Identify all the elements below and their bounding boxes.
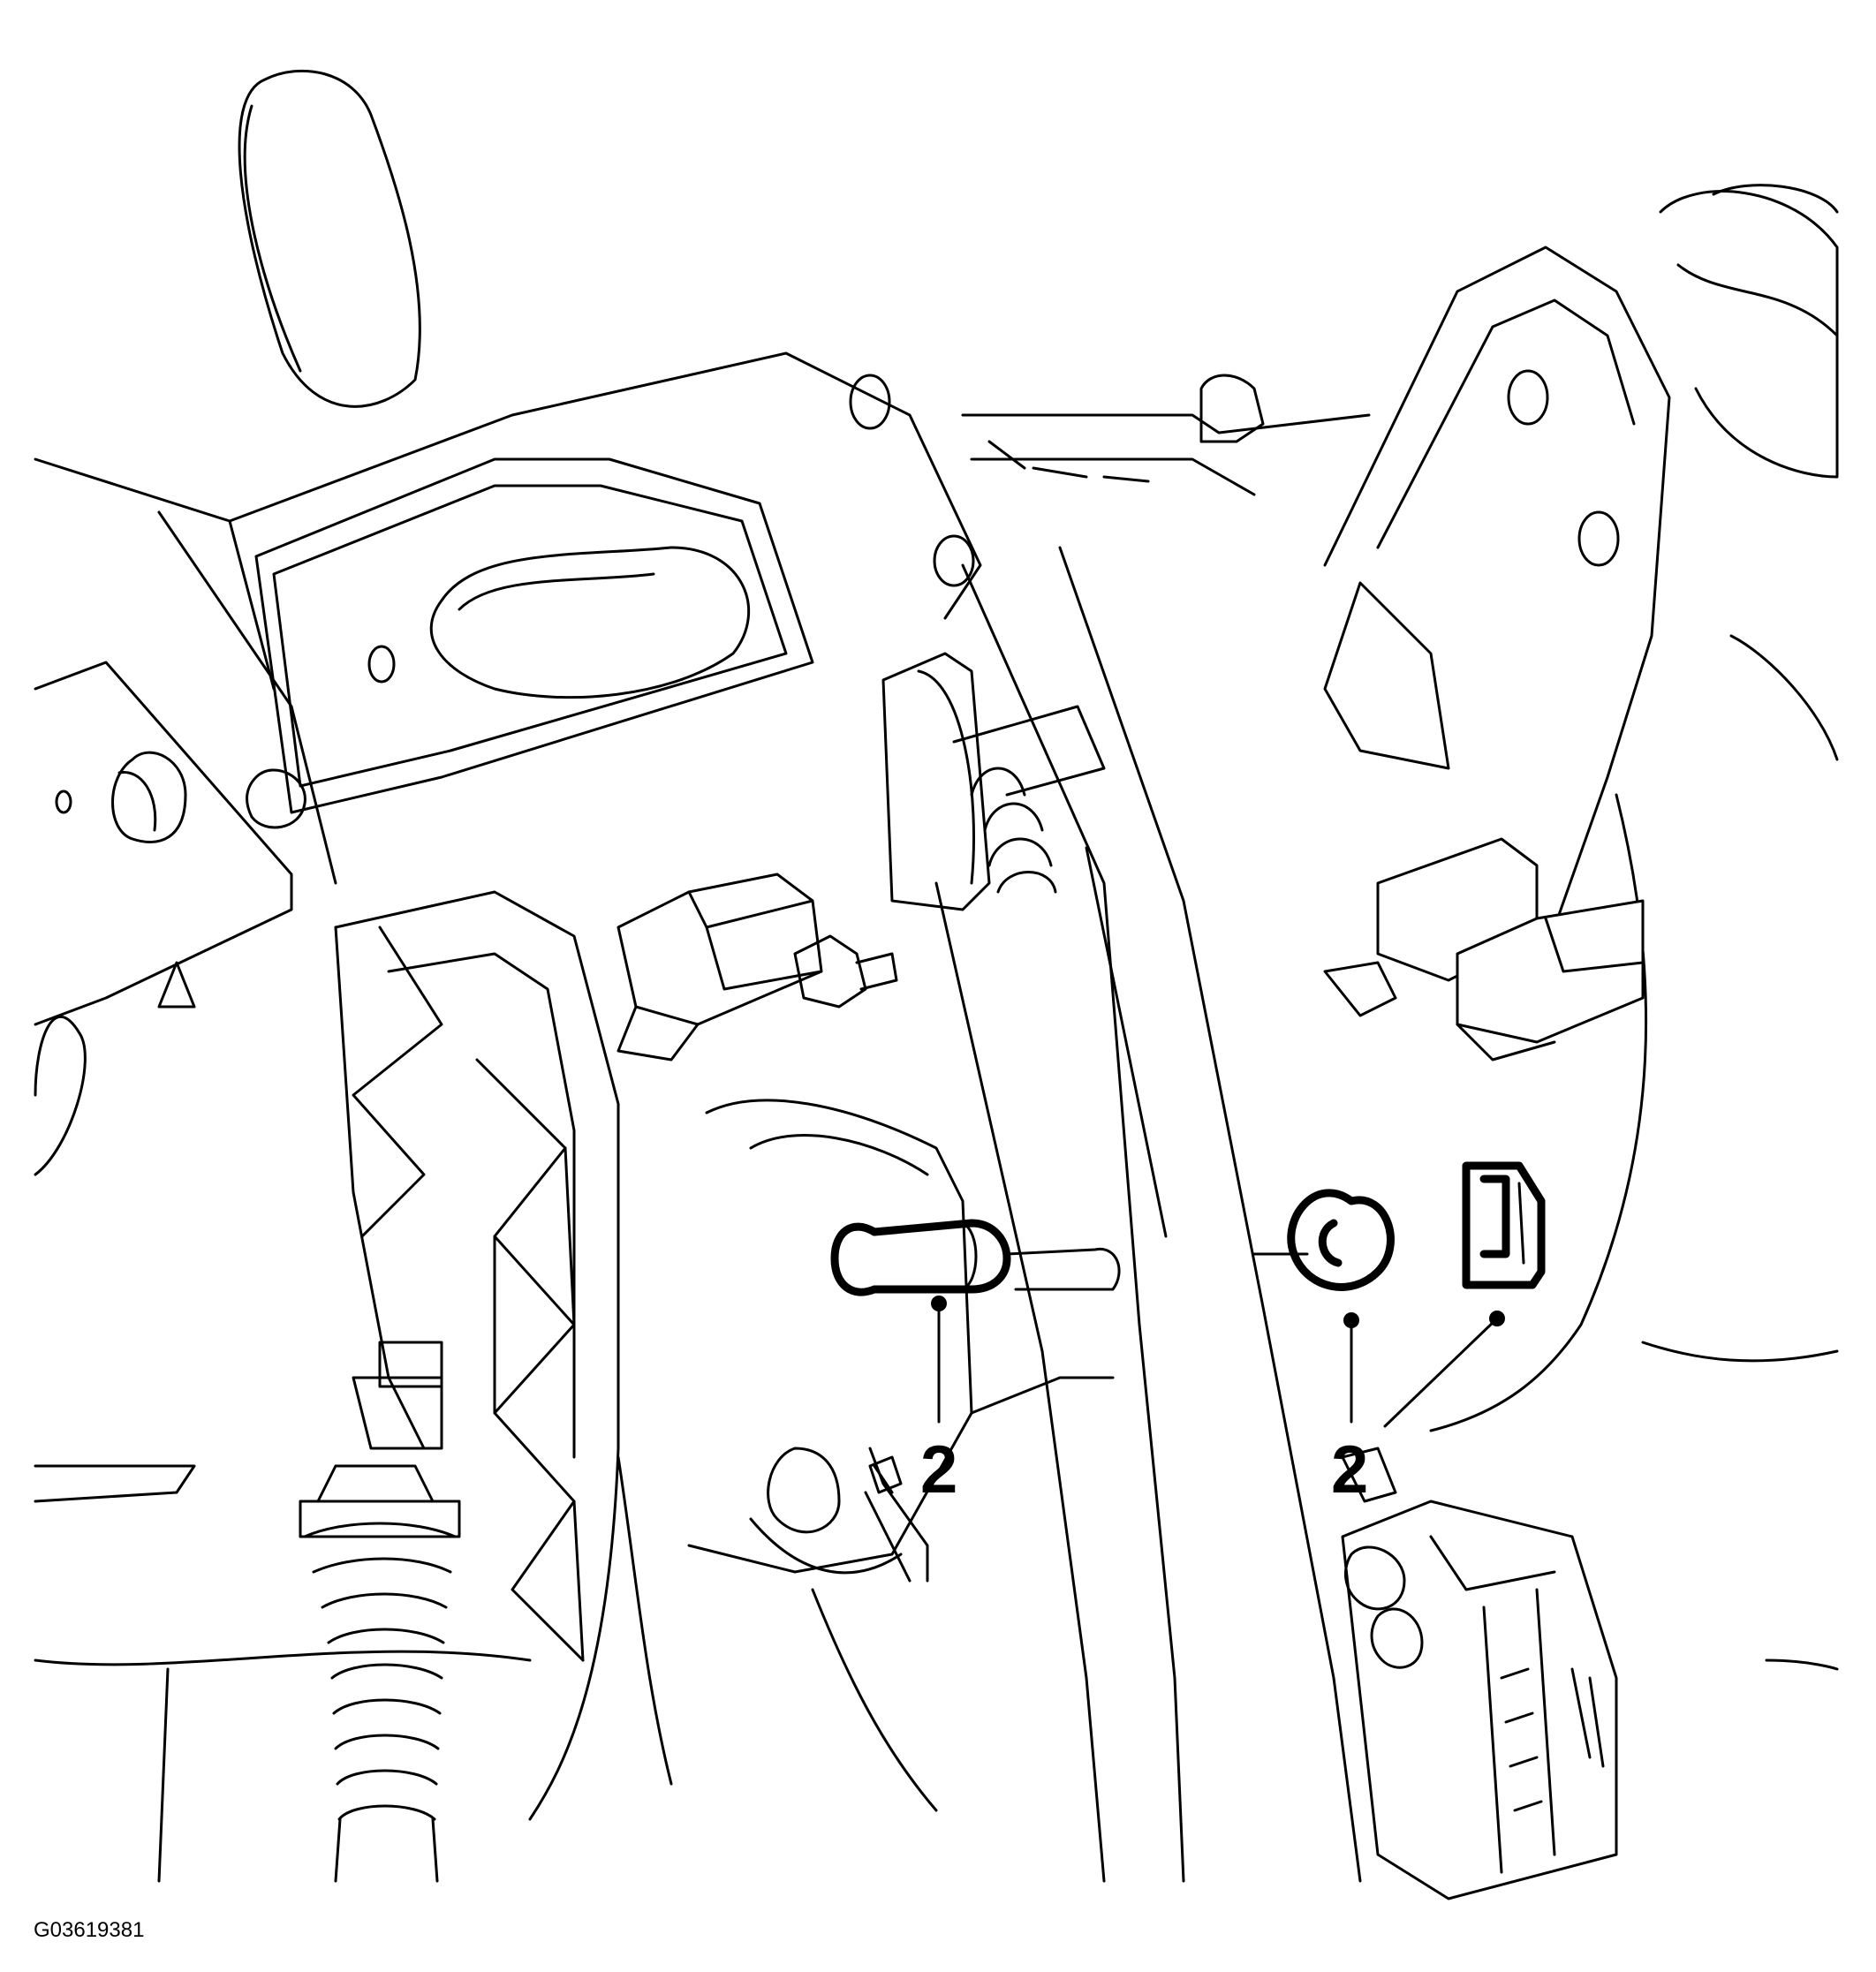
pivot-pin <box>830 1219 1121 1296</box>
background-structure <box>34 69 1839 1900</box>
return-spring <box>299 1464 461 1883</box>
highlighted-parts <box>830 1161 1546 1296</box>
figure-id: G03619381 <box>34 1918 144 1942</box>
leader-lines <box>931 1296 1505 1428</box>
callout-label-left: 2 <box>920 1432 957 1507</box>
retaining-clip <box>1462 1161 1546 1289</box>
callout-label-right: 2 <box>1331 1432 1368 1507</box>
washer <box>1252 1189 1395 1291</box>
